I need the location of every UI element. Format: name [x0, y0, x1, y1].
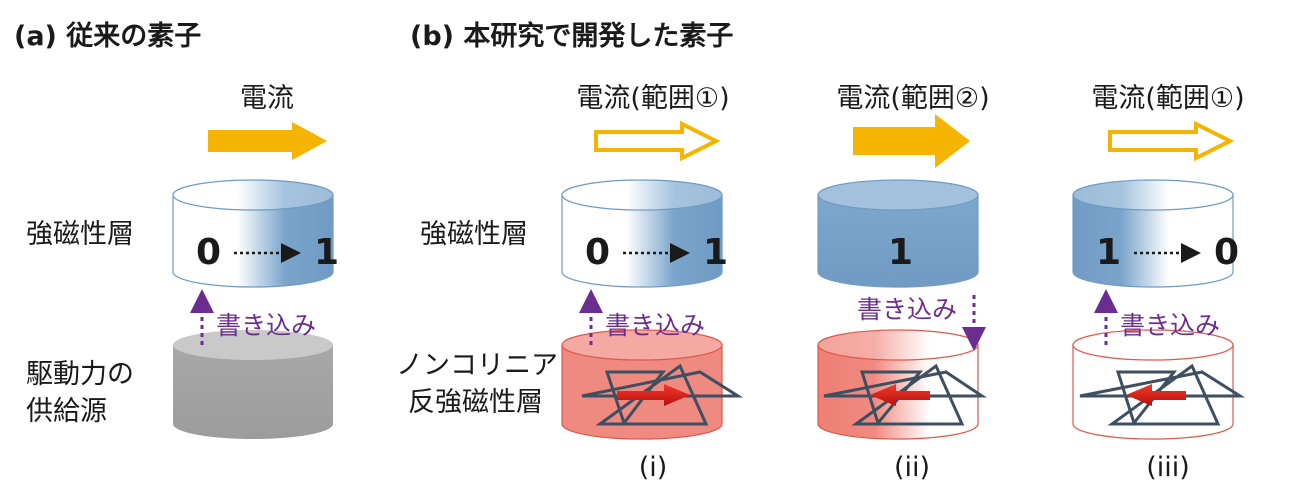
- case-label-ii: (ii): [893, 452, 931, 483]
- bit-to-i: 1: [703, 232, 728, 273]
- source-cylinder-a: [173, 330, 333, 439]
- ferro-cylinder-ii: [817, 179, 979, 288]
- current-arrow-iii: [1108, 120, 1235, 162]
- afm-label-line1: ノンコリニア: [396, 350, 558, 381]
- current-label-i: 電流(範囲①): [576, 83, 730, 114]
- ferro-cylinder-iii: [1072, 179, 1234, 288]
- bit-to-iii: 0: [1214, 232, 1239, 273]
- current-label-ii: 電流(範囲②): [836, 83, 990, 114]
- write-label-ii: 書き込み: [857, 295, 957, 324]
- spin-arrow-iii: [1126, 384, 1186, 406]
- current-arrow-ii: [853, 114, 970, 168]
- bit-from-a: 0: [196, 232, 221, 273]
- current-arrow-a: [208, 122, 327, 160]
- bit-from-iii: 1: [1096, 232, 1121, 273]
- source-label-line1: 駆動力の: [26, 359, 134, 390]
- source-label-line2: 供給源: [26, 396, 107, 427]
- write-label-a: 書き込み: [216, 311, 316, 340]
- bit-from-i: 0: [585, 232, 610, 273]
- current-arrow-i: [594, 120, 721, 162]
- ferro-layer-label-b: 強磁性層: [420, 219, 528, 250]
- spin-arrow-ii: [870, 384, 930, 406]
- case-label-i: (i): [638, 452, 668, 483]
- ferro-cylinder-a: [172, 179, 334, 288]
- ferro-cylinder-i: [561, 179, 723, 288]
- write-label-i: 書き込み: [605, 311, 705, 340]
- current-label-iii: 電流(範囲①): [1091, 83, 1245, 114]
- current-label-a: 電流: [240, 83, 294, 114]
- bit-ii: 1: [888, 232, 913, 273]
- bit-to-a: 1: [314, 232, 339, 273]
- ferro-layer-label-a: 強磁性層: [26, 219, 134, 250]
- afm-label-line2: 反強磁性層: [408, 387, 543, 418]
- spin-arrow-i: [617, 384, 690, 406]
- panel-a-heading: (a) 従来の素子: [14, 21, 202, 52]
- panel-b-heading: (b) 本研究で開発した素子: [410, 21, 734, 52]
- write-label-iii: 書き込み: [1120, 311, 1220, 340]
- case-label-iii: (iii): [1146, 452, 1190, 483]
